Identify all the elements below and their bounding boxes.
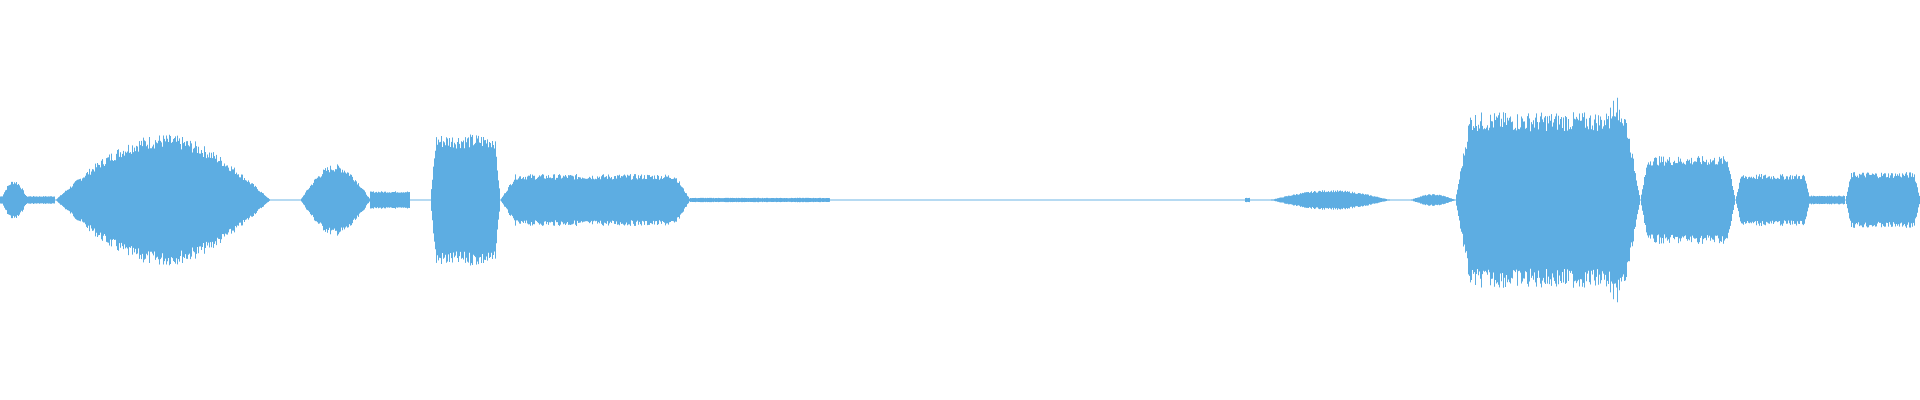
waveform-amplitude bbox=[0, 97, 1920, 303]
waveform-bars bbox=[0, 97, 1920, 303]
